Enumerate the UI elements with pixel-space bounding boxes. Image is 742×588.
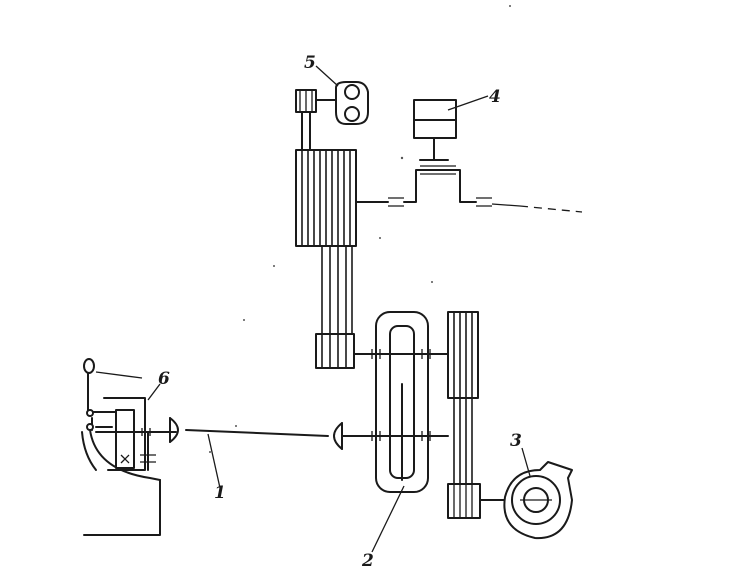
gearbox xyxy=(353,311,449,493)
cylinder xyxy=(403,99,583,213)
label-gearbox: 2 xyxy=(361,551,374,571)
label-pump: 5 xyxy=(304,53,316,73)
part-labels: 5 4 6 3 1 2 xyxy=(158,53,522,571)
clutch-unit xyxy=(83,358,177,471)
engine-base xyxy=(81,429,161,536)
pump xyxy=(335,81,369,125)
label-fan: 3 xyxy=(510,431,522,451)
main-shaft xyxy=(169,417,385,450)
leader-lines xyxy=(147,65,531,553)
label-shaft: 1 xyxy=(214,483,226,503)
belt-drive-upper xyxy=(295,89,404,369)
belt-drive-fan xyxy=(447,311,511,519)
label-clutch: 6 xyxy=(158,369,170,389)
label-cylinder: 4 xyxy=(489,87,501,107)
fan xyxy=(503,461,573,540)
scan-specks xyxy=(209,5,511,453)
